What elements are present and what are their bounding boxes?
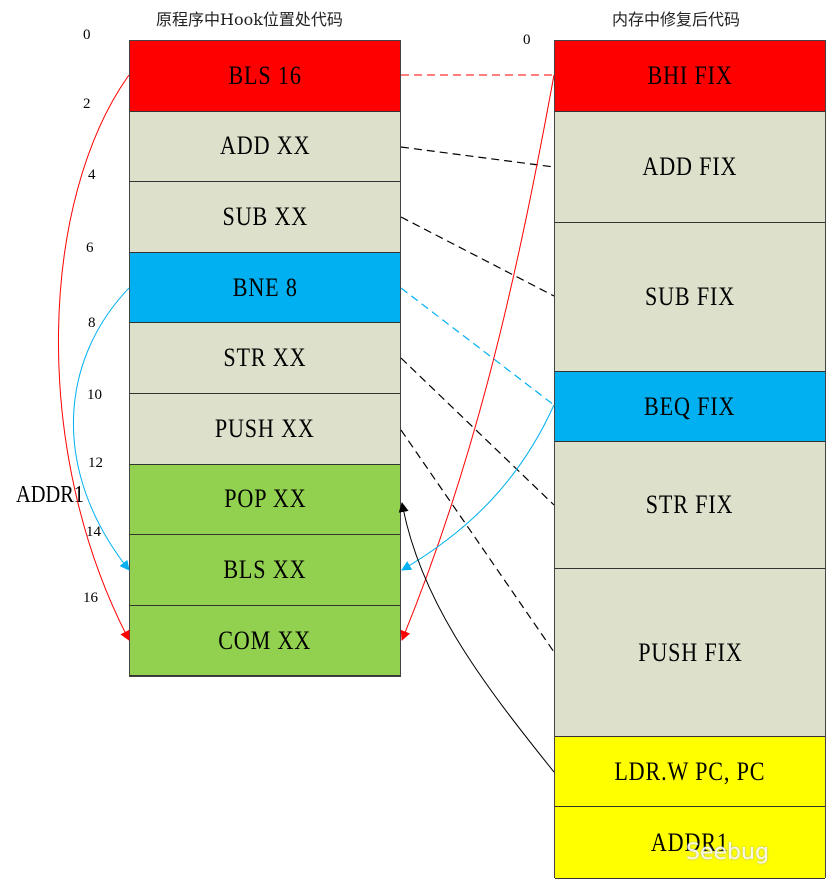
code-block-label: COM XX <box>218 625 312 655</box>
offset-label: 0 <box>83 27 91 43</box>
code-block-label: BNE 8 <box>232 272 298 302</box>
map-line-add <box>400 146 555 168</box>
code-block: ADD XX <box>130 111 400 183</box>
offset-label: 2 <box>83 96 91 112</box>
fixed-code-column: BHI FIX ADD FIX SUB FIX BEQ FIX STR FIX PUSH … <box>554 40 826 879</box>
offset-label: 6 <box>86 240 94 256</box>
code-block-label: POP XX <box>223 484 307 514</box>
offset-label: 12 <box>88 455 103 471</box>
code-block-label: ADD FIX <box>642 152 738 181</box>
code-block: BNE 8 <box>130 252 400 324</box>
code-block-label: BLS 16 <box>228 60 302 90</box>
branch-arrow-beq-right <box>401 404 555 571</box>
right-column-title: 内存中修复后代码 <box>612 10 741 29</box>
code-block: PUSH FIX <box>555 569 825 737</box>
branch-arrow-bne-left <box>72 287 130 571</box>
offset-label: 0 <box>523 32 531 48</box>
code-block-label: PUSH XX <box>215 413 315 443</box>
code-block: STR FIX <box>555 442 825 569</box>
code-block: LDR.W PC, PC <box>555 737 825 807</box>
branch-arrow-bls-left <box>57 74 130 641</box>
code-block-label: STR FIX <box>646 490 734 519</box>
code-block-label: LDR.W PC, PC <box>614 756 766 786</box>
code-block: SUB XX <box>130 182 400 253</box>
code-block: STR XX <box>130 323 400 394</box>
code-block-label: STR XX <box>223 343 307 373</box>
map-line-push <box>400 429 555 653</box>
code-block-label: BLS XX <box>223 554 307 584</box>
code-block: COM XX <box>130 605 400 677</box>
addr1-label: ADDR1 <box>16 482 85 508</box>
offset-label: 8 <box>88 315 96 331</box>
offset-label: 14 <box>86 524 101 540</box>
code-block: ADD FIX <box>555 112 825 223</box>
code-block: BLS 16 <box>130 41 400 112</box>
code-block: POP XX <box>130 464 400 536</box>
code-block-label: SUB XX <box>222 201 308 231</box>
code-block-label: ADD XX <box>219 131 311 161</box>
code-block: PUSH XX <box>130 394 400 465</box>
code-block: SUB FIX <box>555 223 825 372</box>
code-block-label: BHI FIX <box>647 61 733 90</box>
code-block: BHI FIX <box>555 41 825 112</box>
code-block: BEQ FIX <box>555 372 825 442</box>
offset-label: 16 <box>83 590 98 606</box>
code-block-label: ADDR1 <box>651 827 729 857</box>
offset-label: 4 <box>88 167 96 183</box>
code-block: ADDR1 <box>555 807 825 879</box>
left-column-title: 原程序中Hook位置处代码 <box>156 10 343 29</box>
offset-label: 10 <box>87 387 102 403</box>
map-line-str <box>400 357 555 506</box>
code-block-label: BEQ FIX <box>644 391 736 421</box>
watermark: Seebug <box>686 840 769 865</box>
branch-arrow-bhi-right <box>400 74 555 641</box>
return-arrow-ldr <box>398 502 555 773</box>
code-block-label: SUB FIX <box>644 282 736 311</box>
map-line-sub <box>400 216 555 297</box>
original-code-column: BLS 16 ADD XX SUB XX BNE 8 STR XX PUSH XX POP … <box>129 40 401 677</box>
code-block: BLS XX <box>130 535 400 606</box>
map-line-bne <box>400 287 555 406</box>
code-block-label: PUSH FIX <box>637 637 743 667</box>
